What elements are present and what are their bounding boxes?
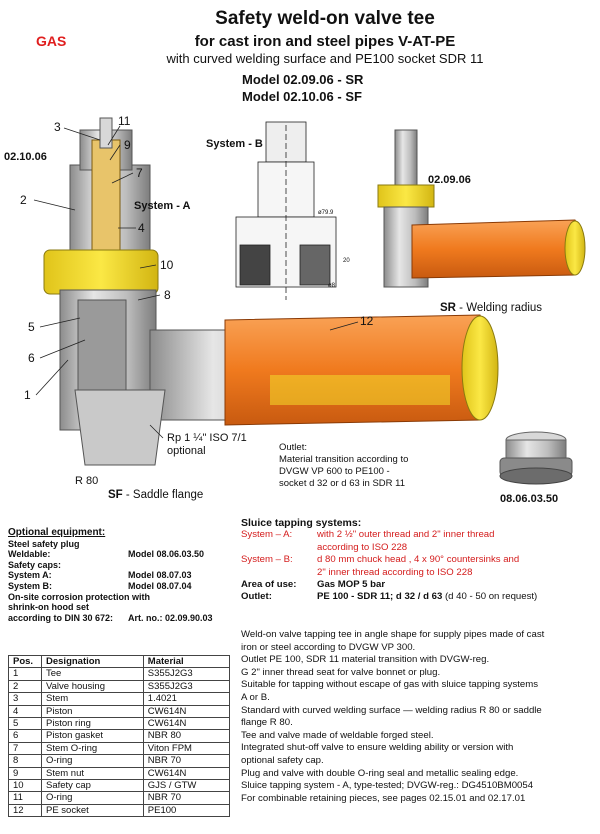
description-line: Sluice tapping system - A, type-tested; … xyxy=(241,780,534,792)
optional-heading: Optional equipment: xyxy=(8,527,106,538)
description-line: flange R 80. xyxy=(241,717,293,729)
dim-20: 20 xyxy=(343,258,350,264)
col-designation: Designation xyxy=(41,654,144,669)
page-subtitle-2: with curved welding surface and PE100 so… xyxy=(166,51,484,66)
callout-3: 3 xyxy=(54,120,61,134)
code-plug: 08.06.03.50 xyxy=(500,493,559,505)
medium-label: GAS xyxy=(36,33,67,49)
description-line: Standard with curved welding surface — w… xyxy=(241,704,542,716)
sr-valve-tee xyxy=(377,129,586,288)
description-line: Weld-on valve tapping tee in angle shape… xyxy=(241,629,545,640)
rp-note-2: optional xyxy=(167,445,206,457)
sluice-system-a: System – A: with 2 ½" outer thread and 2… xyxy=(241,529,495,553)
product-illustration xyxy=(33,117,586,485)
sluice-section: Sluice tapping systems: System – A: with… xyxy=(241,517,596,604)
callout-6: 6 xyxy=(28,351,35,365)
r80-label: R 80 xyxy=(75,475,99,487)
col-pos: Pos. xyxy=(8,654,42,669)
sf-caption: SF - Saddle flange xyxy=(108,489,203,501)
sr-caption: SR - Welding radius xyxy=(440,302,542,314)
description-line: Plug and valve with double O-ring seal a… xyxy=(241,767,519,779)
sr-text: - Welding radius xyxy=(455,302,543,314)
callout-11: 11 xyxy=(118,114,131,128)
description-line: Tee and valve made of weldable forged st… xyxy=(241,729,434,741)
description-line: A or B. xyxy=(241,691,270,703)
sr-code: SR xyxy=(440,302,456,314)
outlet-note: Outlet: Material transition according to… xyxy=(279,442,409,489)
system-a-label: System - A xyxy=(134,200,191,212)
callout-8: 8 xyxy=(164,288,171,302)
sluice-system-b: System – B: d 80 mm chuck head , 4 x 90°… xyxy=(241,554,520,578)
callout-12: 12 xyxy=(360,314,374,328)
description-line: Integrated shut-off valve to ensure weld… xyxy=(241,742,514,754)
callout-7: 7 xyxy=(136,166,143,180)
system-b-label: System - B xyxy=(206,138,263,150)
optional-line: according to DIN 30 672:Art. no.: 02.09.… xyxy=(8,612,213,623)
page-title: Safety weld-on valve tee xyxy=(215,8,435,29)
sf-code: SF xyxy=(108,489,123,501)
outlet-spec: Outlet: PE 100 - SDR 11; d 32 / d 63 (d … xyxy=(241,591,538,603)
safety-plug-drawing xyxy=(499,431,573,485)
callout-10: 10 xyxy=(160,258,174,272)
optional-line: Weldable:Model 08.06.03.50 xyxy=(8,549,205,560)
col-material: Material xyxy=(142,654,231,669)
model-sf: Model 02.10.06 - SF xyxy=(242,89,362,104)
rp-note-1: Rp 1 ¼" ISO 7/1 xyxy=(167,432,247,444)
description-line: G 2" inner thread seat for valve bonnet … xyxy=(241,666,441,678)
sf-text: - Saddle flange xyxy=(122,489,204,501)
description-line: For combinable retaining pieces, see pag… xyxy=(241,792,526,804)
model-sr: Model 02.09.06 - SR xyxy=(242,72,364,87)
table-header-row: Pos. Designation Material xyxy=(8,654,231,669)
system-b-drawing xyxy=(235,121,337,300)
optional-line: On-site corrosion protection with xyxy=(8,591,151,602)
callout-5: 5 xyxy=(28,320,35,334)
dim-8: ø8 xyxy=(328,283,336,289)
callout-1: 1 xyxy=(24,388,31,402)
sluice-heading: Sluice tapping systems: xyxy=(241,517,362,529)
description-line: optional safety cap. xyxy=(241,754,324,766)
code-sr: 02.09.06 xyxy=(428,174,471,186)
optional-line: System A:Model 08.07.03 xyxy=(8,570,192,581)
dim-79: ø79.9 xyxy=(318,210,334,216)
optional-line: Steel safety plug xyxy=(8,538,80,549)
product-description: Weld-on valve tapping tee in angle shape… xyxy=(241,629,596,805)
optional-line: shrink-on hood set xyxy=(8,602,89,613)
callout-9: 9 xyxy=(124,138,131,152)
description-line: Outlet PE 100, SDR 11 material transitio… xyxy=(241,654,490,666)
optional-line: System B:Model 08.07.04 xyxy=(8,580,192,591)
pe-socket-main xyxy=(224,314,499,426)
optional-line: Safety caps: xyxy=(8,559,62,570)
description-line: Suitable for tapping without escape of g… xyxy=(241,679,539,691)
callout-2: 2 xyxy=(20,193,27,207)
page-subtitle: for cast iron and steel pipes V-AT-PE xyxy=(194,33,456,50)
area-of-use: Area of use: Gas MOP 5 bar xyxy=(241,579,386,591)
callout-4: 4 xyxy=(138,221,145,235)
code-sf: 02.10.06 xyxy=(4,151,47,163)
description-line: iron or steel according to DVGW VP 300. xyxy=(241,641,416,653)
